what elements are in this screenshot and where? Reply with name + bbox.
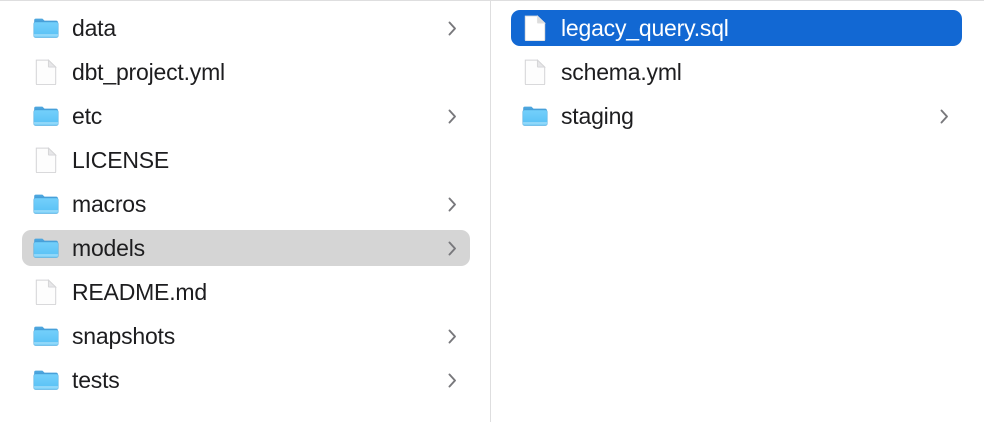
folder-icon xyxy=(522,103,548,129)
row-label: snapshots xyxy=(72,323,176,349)
chevron-right-icon[interactable] xyxy=(938,106,950,126)
row-label: staging xyxy=(561,103,634,129)
chevron-right-icon-svg xyxy=(448,21,456,35)
chevron-right-icon-svg xyxy=(448,241,456,255)
row-label: models xyxy=(72,235,145,261)
file-row[interactable]: README.md xyxy=(22,274,470,310)
file-row[interactable]: schema.yml xyxy=(511,54,962,90)
finder-column-models-contents: legacy_query.sql schema.yml staging xyxy=(491,1,984,422)
document-icon-svg xyxy=(35,279,57,305)
row-label: legacy_query.sql xyxy=(561,15,729,41)
folder-row[interactable]: etc xyxy=(22,98,470,134)
document-icon-svg xyxy=(524,59,546,85)
folder-icon xyxy=(33,103,59,129)
folder-icon-svg xyxy=(33,370,59,390)
chevron-right-icon[interactable] xyxy=(446,18,458,38)
folder-icon xyxy=(33,367,59,393)
finder-column-models-parent: data dbt_project.yml etc xyxy=(0,1,491,422)
chevron-right-icon-svg xyxy=(448,373,456,387)
folder-icon-svg xyxy=(33,238,59,258)
chevron-right-icon[interactable] xyxy=(446,106,458,126)
row-label: LICENSE xyxy=(72,147,170,173)
document-icon xyxy=(522,15,548,41)
folder-row[interactable]: snapshots xyxy=(22,318,470,354)
chevron-right-icon-svg xyxy=(448,109,456,123)
folder-icon xyxy=(33,191,59,217)
folder-row[interactable]: staging xyxy=(511,98,962,134)
chevron-right-icon[interactable] xyxy=(446,238,458,258)
row-label: README.md xyxy=(72,279,207,305)
document-icon xyxy=(33,279,59,305)
chevron-right-icon[interactable] xyxy=(446,326,458,346)
folder-row[interactable]: tests xyxy=(22,362,470,398)
file-row[interactable]: legacy_query.sql xyxy=(511,10,962,46)
row-label: etc xyxy=(72,103,103,129)
document-icon xyxy=(522,59,548,85)
document-icon-svg xyxy=(35,59,57,85)
row-label: schema.yml xyxy=(561,59,682,85)
folder-icon-svg xyxy=(33,18,59,38)
row-label: dbt_project.yml xyxy=(72,59,225,85)
document-icon-svg xyxy=(35,147,57,173)
file-row[interactable]: dbt_project.yml xyxy=(22,54,470,90)
document-icon xyxy=(33,147,59,173)
document-icon-svg xyxy=(524,15,546,41)
folder-row[interactable]: models xyxy=(22,230,470,266)
folder-icon-svg xyxy=(33,326,59,346)
chevron-right-icon-svg xyxy=(940,109,948,123)
row-label: macros xyxy=(72,191,147,217)
folder-row[interactable]: macros xyxy=(22,186,470,222)
folder-row[interactable]: data xyxy=(22,10,470,46)
folder-icon xyxy=(33,323,59,349)
chevron-right-icon[interactable] xyxy=(446,194,458,214)
row-label: data xyxy=(72,15,116,41)
folder-icon xyxy=(33,15,59,41)
folder-icon-svg xyxy=(33,106,59,126)
file-row[interactable]: LICENSE xyxy=(22,142,470,178)
chevron-right-icon-svg xyxy=(448,329,456,343)
folder-icon-svg xyxy=(33,194,59,214)
chevron-right-icon-svg xyxy=(448,197,456,211)
folder-icon xyxy=(33,235,59,261)
folder-icon-svg xyxy=(522,106,548,126)
document-icon xyxy=(33,59,59,85)
row-label: tests xyxy=(72,367,120,393)
chevron-right-icon[interactable] xyxy=(446,370,458,390)
